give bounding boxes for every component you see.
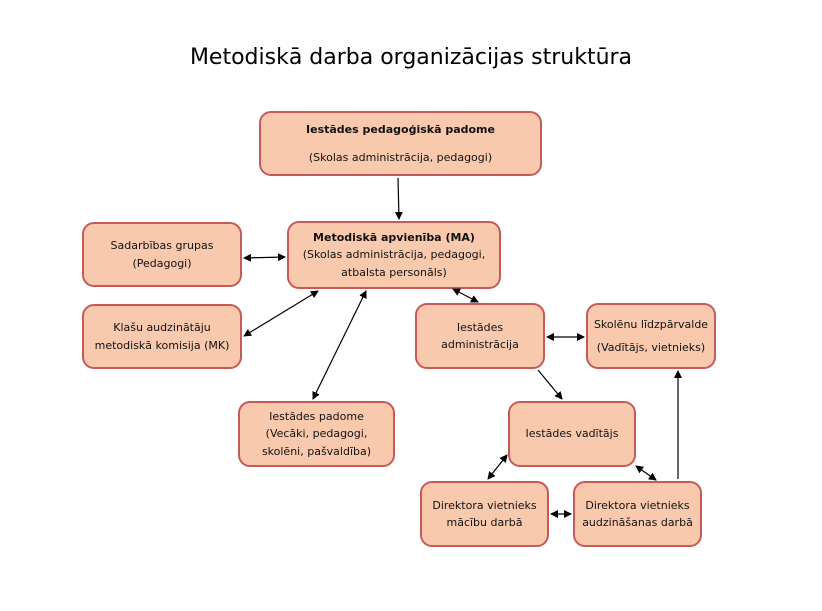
arrow-iestades-padome-ma [312,290,367,400]
node-vietnieks-macibu-line1: Direktora vietnieks [432,498,537,512]
arrow-grupas-ma [243,253,286,262]
node-iestades-administracija: Iestādes administrācija [415,303,545,369]
arrow-padome-to-ma [394,177,403,220]
diagram-title: Metodiskā darba organizācijas struktūra [189,45,633,70]
node-pedagogiska-padome-members: (Skolas administrācija, pedagogi) [308,150,493,164]
node-iestades-padome-members-1: (Vecāki, pedagogi, [265,427,368,441]
node-skolenu-lidzparvalde: Skolēnu līdzpārvalde (Vadītājs, vietniek… [586,303,716,369]
node-metodiska-apvieniba-members-2: atbalsta personāls) [341,265,447,279]
node-vietnieks-macibu-line2: mācību darbā [446,516,523,529]
node-sadarbibas-grupas-title: Sadarbības grupas [110,239,214,253]
arrow-vaditajs-vietnieks-audzinasanas [635,465,657,481]
node-metodiska-apvieniba: Metodiskā apvienība (MA) (Skolas adminis… [287,221,501,289]
node-skolenu-lidzparvalde-title: Skolēnu līdzpārvalde [593,317,709,331]
node-iestades-administracija-line1: Iestādes [456,320,504,334]
node-vietnieks-macibu: Direktora vietnieks mācību darbā [420,481,549,547]
arrow-mk-ma [243,290,319,337]
node-iestades-vaditajs-title: Iestādes vadītājs [525,427,619,441]
node-sadarbibas-grupas: Sadarbības grupas (Pedagogi) [82,222,242,287]
node-klasu-audzinataju-subtitle: metodiskā komisija (MK) [94,338,230,352]
node-metodiska-apvieniba-members-1: (Skolas administrācija, pedagogi, [302,248,486,262]
arrow-ma-administracija [452,288,479,303]
node-iestades-vaditajs: Iestādes vadītājs [508,401,636,467]
node-vietnieks-audzinasanas-line2: audzināšanas darbā [582,516,693,529]
node-sadarbibas-grupas-members: (Pedagogi) [132,256,192,270]
node-vietnieks-audzinasanas: Direktora vietnieks audzināšanas darbā [573,481,702,547]
arrow-vaditajs-vietnieks-macibu [487,454,508,480]
node-iestades-padome-members-2: skolēni, pašvaldība) [261,444,372,458]
node-klasu-audzinataju-title: Klašu audzinātāju [113,321,211,335]
node-iestades-administracija-line2: administrācija [441,338,519,351]
arrow-administracija-vaditajs [537,369,563,400]
node-vietnieks-audzinasanas-line1: Direktora vietnieks [585,498,690,512]
node-pedagogiska-padome: Iestādes pedagoģiskā padome (Skolas admi… [259,111,542,176]
node-iestades-padome-title: Iestādes padome [269,410,364,424]
node-skolenu-lidzparvalde-members: (Vadītājs, vietnieks) [596,341,706,354]
node-iestades-padome: Iestādes padome (Vecāki, pedagogi, skolē… [238,401,395,467]
node-metodiska-apvieniba-title: Metodiskā apvienība (MA) [313,231,475,245]
node-klasu-audzinataju-komisija: Klašu audzinātāju metodiskā komisija (MK… [82,304,242,369]
node-pedagogiska-padome-title: Iestādes pedagoģiskā padome [306,123,495,137]
